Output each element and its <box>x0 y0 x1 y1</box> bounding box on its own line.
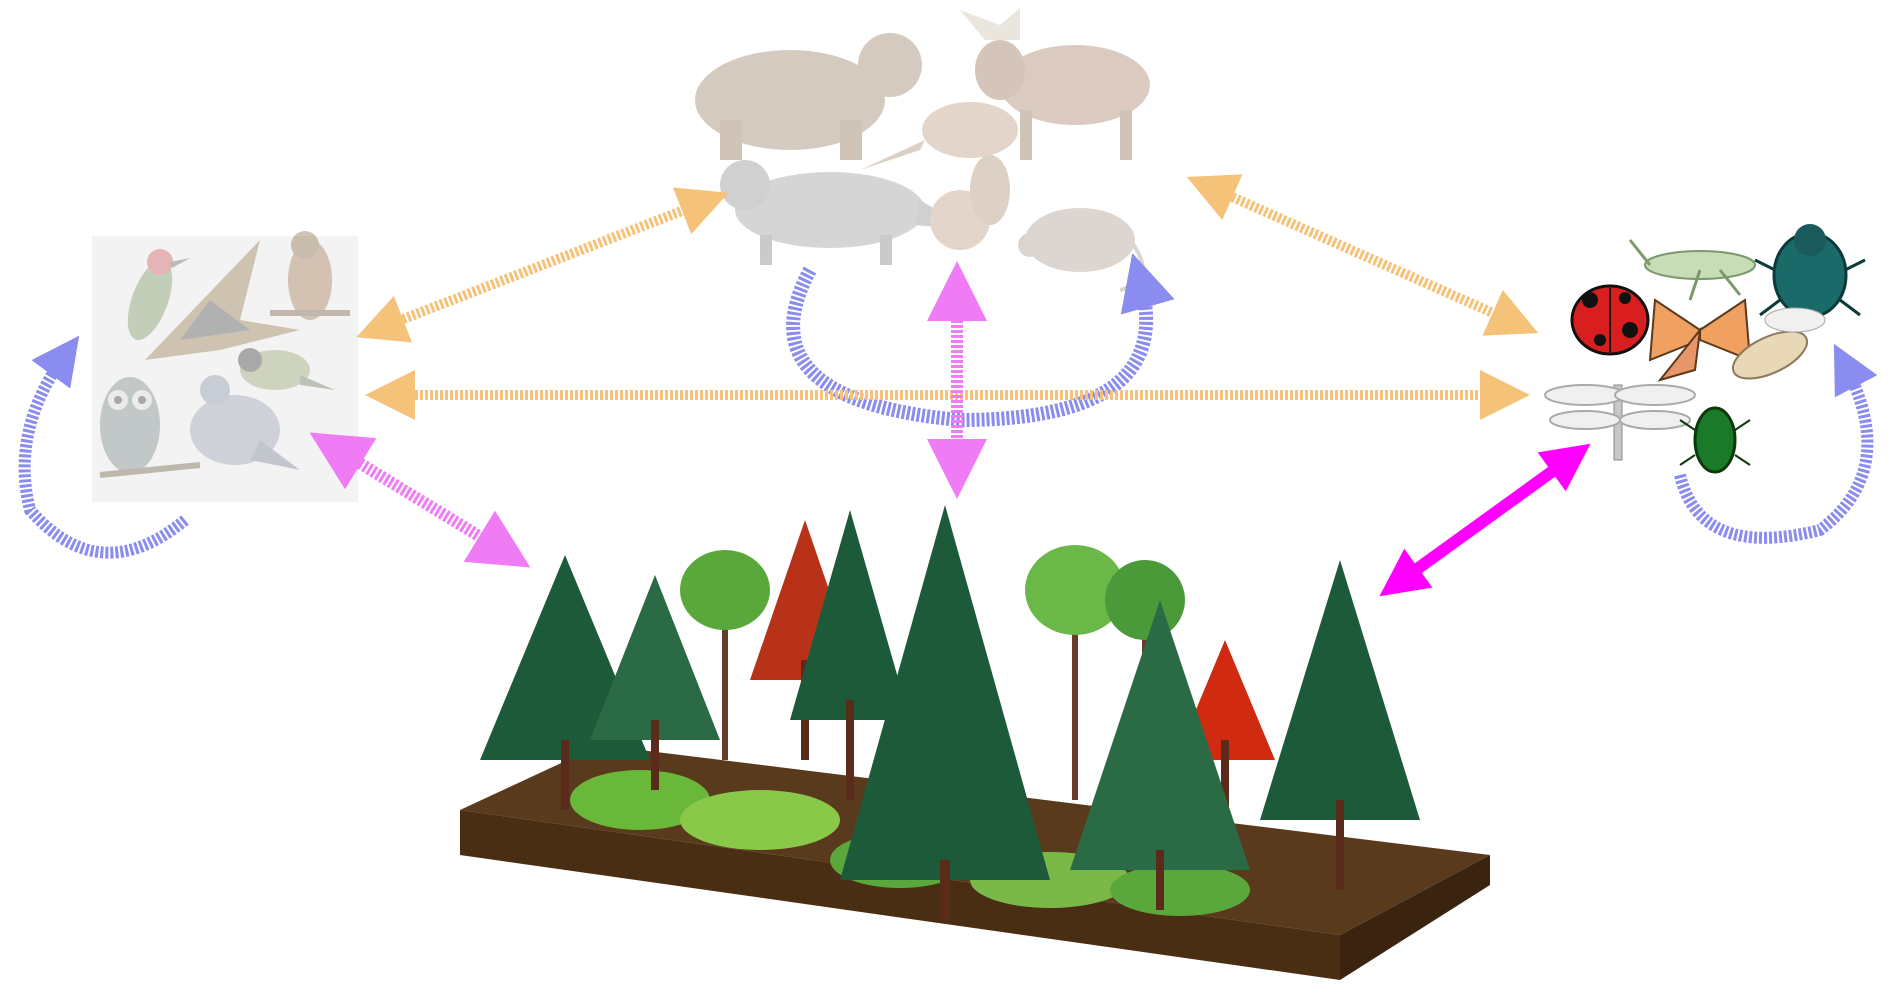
bee-icon <box>1731 307 1826 380</box>
conifer-trees <box>480 505 1420 920</box>
woodpecker-icon <box>127 249 190 340</box>
soil-front <box>460 810 1340 980</box>
link-birds-forest <box>309 432 531 568</box>
ladybug-icon <box>1570 284 1650 356</box>
self-loop-insects <box>1674 343 1878 544</box>
link-insects-forest <box>1379 443 1591 597</box>
mammals-group-icon <box>695 8 1150 292</box>
green-beetle-icon <box>1679 406 1751 474</box>
grasshopper-icon <box>1628 239 1756 301</box>
forest-icon <box>460 505 1490 980</box>
swallow-icon <box>145 240 300 360</box>
pigeon-icon <box>190 375 300 470</box>
squirrel-icon <box>930 155 1010 250</box>
moose-icon <box>960 8 1150 160</box>
link-mammals-insects <box>1186 174 1539 336</box>
beaver-icon <box>860 102 1018 170</box>
soil-side <box>1340 855 1490 980</box>
owl-icon <box>99 377 201 478</box>
tit-bird-icon <box>238 348 335 390</box>
link-birds-mammals <box>356 187 729 343</box>
scarab-beetle-icon <box>1754 224 1866 319</box>
mouse-icon <box>1018 208 1145 292</box>
self-loop-birds <box>18 335 189 559</box>
dragonfly-icon <box>1544 384 1696 461</box>
wolf-icon <box>720 160 970 265</box>
butterfly-icon <box>1648 298 1752 382</box>
birds-group-icon <box>99 231 350 478</box>
bear-icon <box>695 33 922 160</box>
hawk-icon <box>270 231 350 320</box>
insects-group-icon <box>1544 224 1866 474</box>
